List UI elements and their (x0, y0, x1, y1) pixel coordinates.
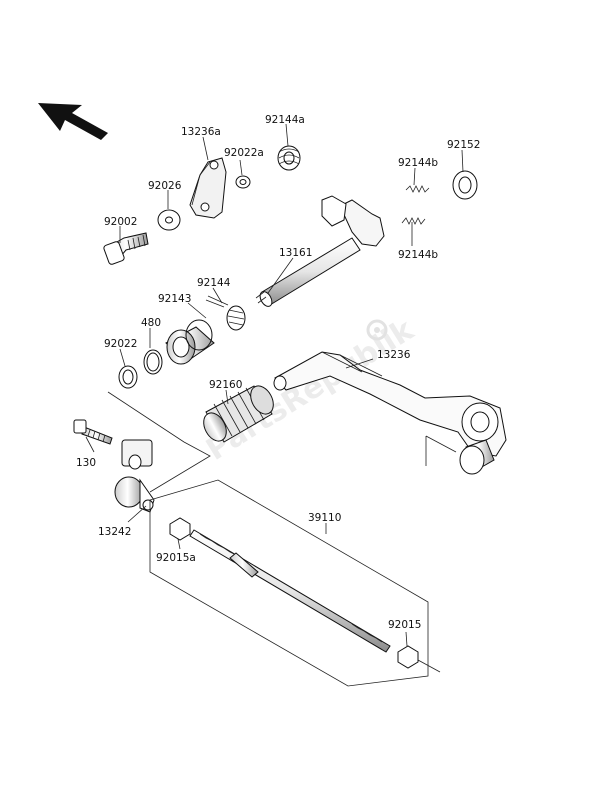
nut-92015a (169, 517, 191, 541)
shift-shaft-13161 (255, 195, 385, 307)
gear-icon (366, 319, 388, 341)
label-92026: 92026 (148, 180, 182, 192)
nut-92015 (397, 645, 419, 669)
spring-92144b-bottom (401, 217, 426, 225)
label-92015a: 92015a (156, 552, 196, 564)
spring-92144a (277, 145, 301, 171)
shift-pedal-13236 (273, 351, 507, 475)
label-92002: 92002 (104, 216, 137, 228)
pedal-rubber-92160 (203, 385, 274, 443)
label-92144: 92144 (197, 277, 231, 289)
tie-rod-39110 (189, 529, 391, 653)
label-13161: 13161 (279, 247, 312, 259)
leader-lines (85, 123, 464, 687)
label-39110: 39110 (308, 512, 341, 524)
label-92160: 92160 (209, 379, 242, 391)
collar-92143 (165, 319, 215, 365)
part-labels: 13236a 92144a 92022a 92026 92002 92144b … (76, 114, 480, 631)
label-92015: 92015 (388, 619, 421, 631)
washer-92026 (157, 209, 181, 231)
bolt-92002 (103, 232, 149, 265)
washer-92022 (118, 365, 138, 389)
arm-13236a (189, 157, 227, 219)
label-130: 130 (76, 457, 96, 469)
label-92022: 92022 (104, 338, 137, 350)
spring-92144 (205, 295, 246, 331)
label-13236: 13236 (377, 349, 411, 361)
bushing-92152 (452, 170, 478, 200)
label-13236a: 13236a (181, 126, 221, 138)
label-92152: 92152 (447, 139, 480, 151)
label-92144b-top: 92144b (398, 157, 438, 169)
joint-13242 (114, 439, 155, 513)
label-92143: 92143 (158, 293, 191, 305)
washer-92022a (235, 175, 251, 189)
circlip-480 (143, 349, 163, 375)
label-480: 480 (141, 317, 161, 329)
spring-92144b-top (405, 185, 430, 193)
bolt-130 (73, 419, 113, 445)
label-13242: 13242 (98, 526, 131, 538)
label-92144a: 92144a (265, 114, 305, 126)
label-92144b-bottom: 92144b (398, 249, 438, 261)
label-92022a: 92022a (224, 147, 264, 159)
arrow-up-left-icon (38, 103, 108, 140)
